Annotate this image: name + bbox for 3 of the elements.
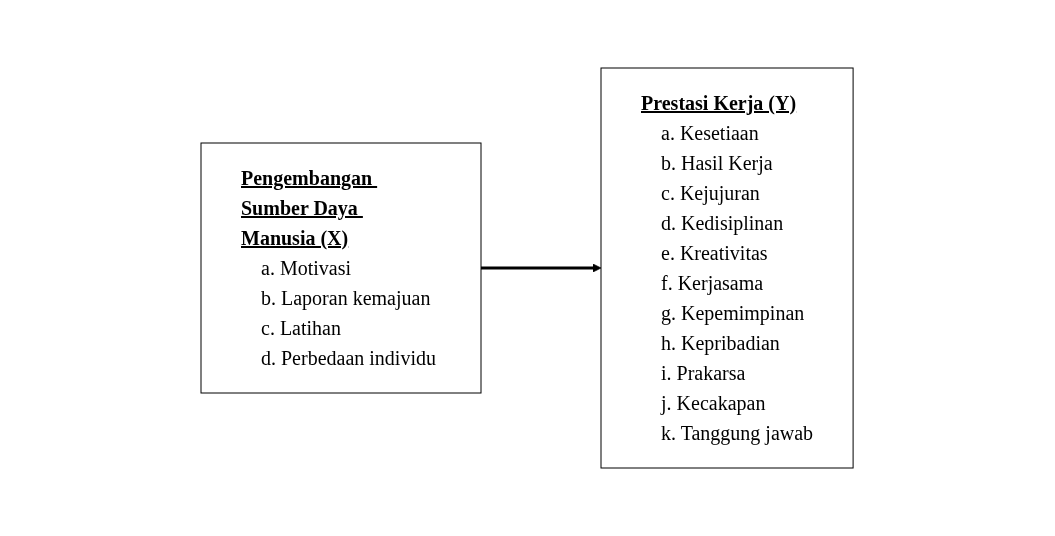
arrow [481, 263, 602, 273]
node-box: Prestasi Kerja (Y) a. Kesetiaan b. Hasil Kerja c. Kejujuran d. Kedisiplinan e. Kreativitas f. Kerjasama g. Kepemimpinan h. Kepribadian i. Prakarsa j. Kecakapan k. Tanggung jawab [600, 67, 855, 469]
node-box: Pengembangan Sumber Daya Manusia (X) a. Motivasi b. Laporan kemajuan c. Latihan d. Perbedaan individu [200, 142, 482, 394]
